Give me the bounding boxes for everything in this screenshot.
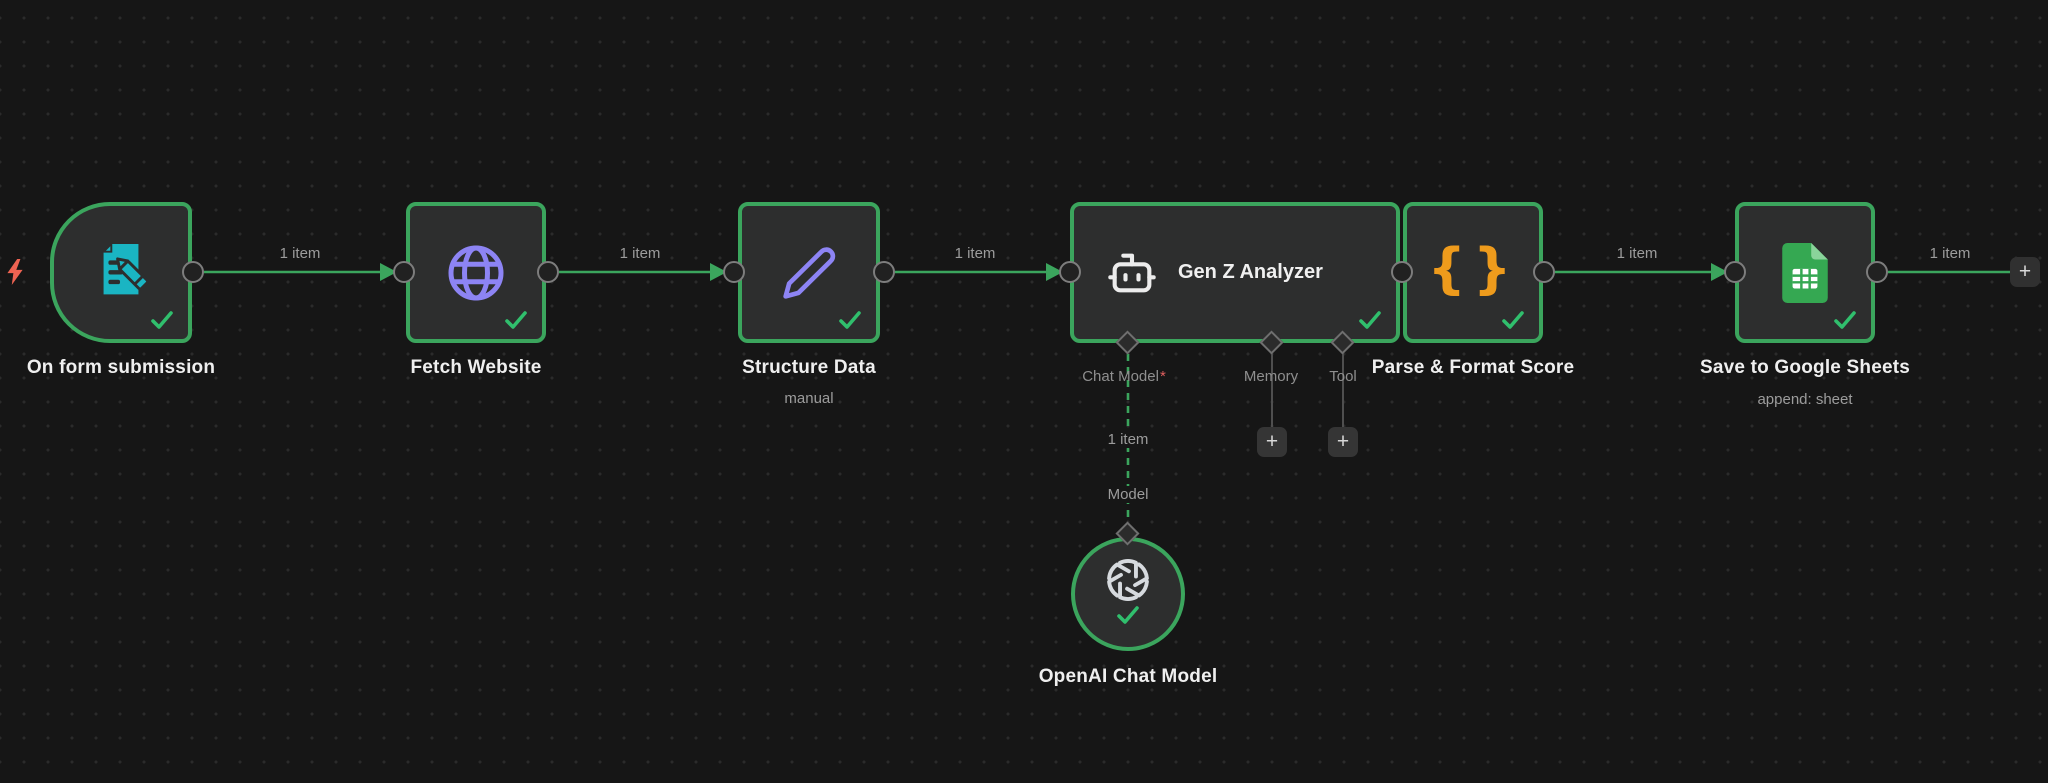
success-check-icon <box>1117 606 1139 624</box>
memory-port-label: Memory <box>1243 368 1299 385</box>
arrowhead-icon <box>1046 263 1063 281</box>
add-node-button[interactable]: + <box>2010 257 2040 287</box>
arrowhead-icon <box>1711 263 1728 281</box>
success-check-icon <box>1834 311 1856 329</box>
google-sheets-icon <box>1782 242 1828 303</box>
model-port-label: Model <box>1102 486 1154 503</box>
bot-icon <box>1108 253 1156 292</box>
items-count-label: 1 item <box>614 245 666 262</box>
lightning-bolt-icon <box>7 259 23 285</box>
success-check-icon <box>839 311 861 329</box>
input-port[interactable] <box>1059 261 1081 283</box>
success-check-icon <box>151 311 173 329</box>
success-check-icon <box>1502 311 1524 329</box>
node-label: OpenAI Chat Model <box>1038 666 1218 687</box>
output-port[interactable] <box>1391 261 1413 283</box>
node-structure-data[interactable] <box>738 202 880 343</box>
output-port[interactable] <box>537 261 559 283</box>
output-port[interactable] <box>1533 261 1555 283</box>
items-count-label: 1 item <box>1924 245 1976 262</box>
chat-model-port-label: Chat Model* <box>1082 368 1166 385</box>
arrowhead-icon <box>710 263 727 281</box>
add-tool-button[interactable]: + <box>1328 427 1358 457</box>
items-count-label: 1 item <box>274 245 326 262</box>
arrowhead-icon <box>380 263 397 281</box>
items-count-label: 1 item <box>1611 245 1663 262</box>
node-gen-z-analyzer[interactable]: Gen Z Analyzer <box>1070 202 1400 343</box>
openai-icon <box>1107 559 1149 601</box>
node-subtitle: append: sheet <box>1757 391 1853 408</box>
node-openai-chat-model[interactable] <box>1071 537 1185 651</box>
items-count-label: 1 item <box>1102 431 1154 448</box>
input-port[interactable] <box>1724 261 1746 283</box>
output-port[interactable] <box>873 261 895 283</box>
globe-icon <box>448 245 504 300</box>
input-port[interactable] <box>723 261 745 283</box>
node-fetch-website[interactable] <box>406 202 546 343</box>
pencil-icon <box>783 246 836 299</box>
add-memory-button[interactable]: + <box>1257 427 1287 457</box>
node-label: Save to Google Sheets <box>1699 357 1911 378</box>
node-label: On form submission <box>26 357 216 378</box>
form-pencil-icon <box>101 241 150 294</box>
node-label: Structure Data <box>742 357 876 378</box>
curly-braces-icon: {} <box>1427 237 1519 300</box>
required-asterisk: * <box>1159 368 1166 385</box>
output-port[interactable] <box>182 261 204 283</box>
node-subtitle: manual <box>784 390 834 407</box>
tool-port-label: Tool <box>1329 368 1357 385</box>
node-on-form-submission[interactable] <box>50 202 192 343</box>
success-check-icon <box>505 311 527 329</box>
node-inline-title: Gen Z Analyzer <box>1178 261 1323 283</box>
node-label: Fetch Website <box>410 357 542 378</box>
node-label: Parse & Format Score <box>1371 357 1575 378</box>
output-port[interactable] <box>1866 261 1888 283</box>
success-check-icon <box>1359 311 1381 329</box>
node-parse-format-score[interactable]: {} <box>1403 202 1543 343</box>
items-count-label: 1 item <box>949 245 1001 262</box>
node-save-google-sheets[interactable] <box>1735 202 1875 343</box>
input-port[interactable] <box>393 261 415 283</box>
